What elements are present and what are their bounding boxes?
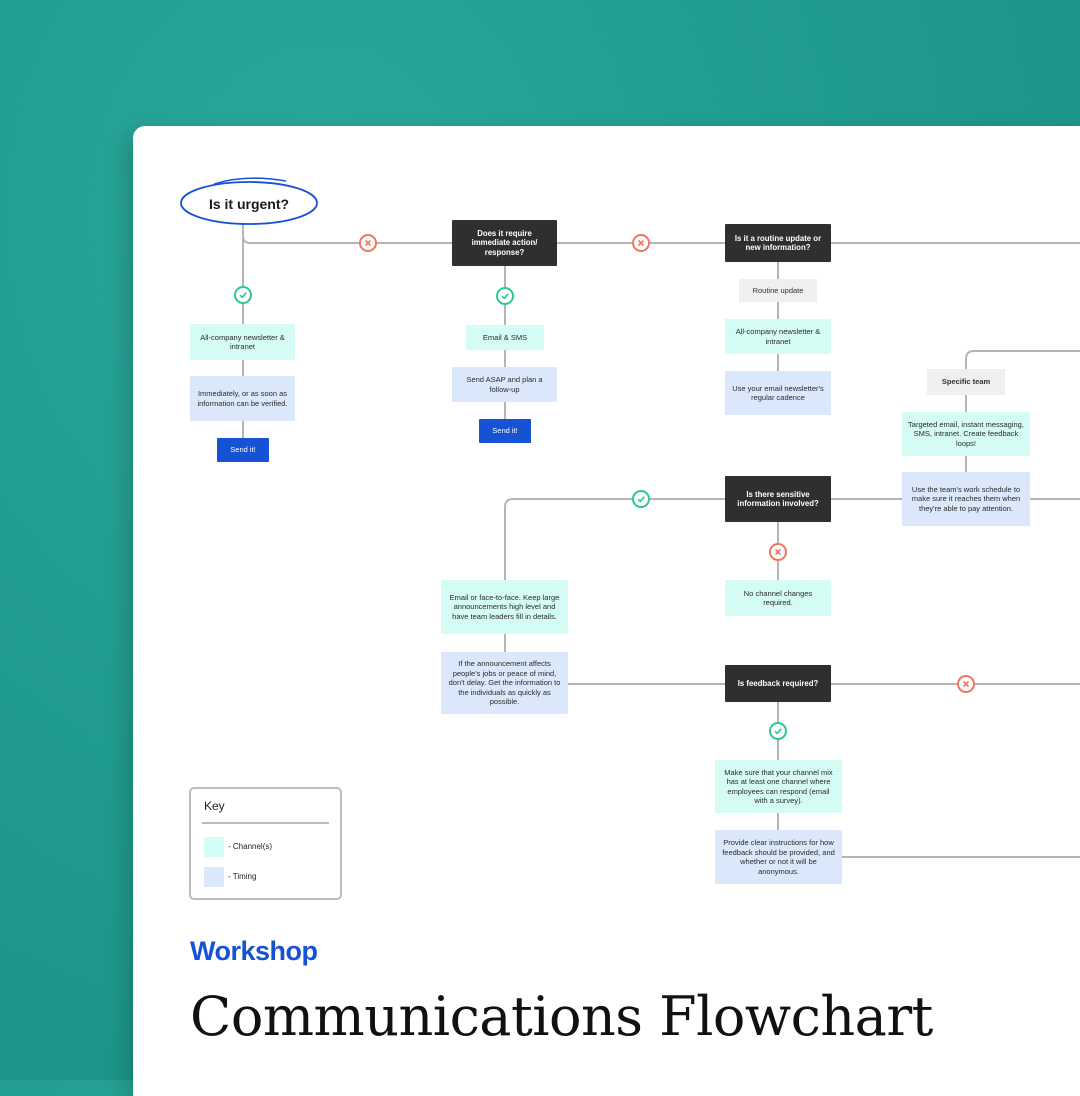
send-it-button[interactable]: Send it! bbox=[479, 419, 531, 443]
page-title: Communications Flowchart bbox=[190, 985, 933, 1048]
action-channel: Email & SMS bbox=[466, 325, 544, 350]
feedback-channel: Make sure that your channel mix has at l… bbox=[715, 760, 842, 813]
urgent-channel: All-company newsletter & intranet bbox=[190, 324, 295, 360]
team-channel: Targeted email, instant messaging, SMS, … bbox=[902, 412, 1030, 456]
legend-divider bbox=[202, 822, 329, 824]
action-question: Does it require immediate action/ respon… bbox=[452, 220, 557, 266]
start-ellipse bbox=[180, 177, 318, 225]
no-x-icon bbox=[957, 675, 975, 693]
routine-channel: All-company newsletter & intranet bbox=[725, 319, 831, 354]
specific-team-option: Specific team bbox=[927, 369, 1005, 395]
no-channel-changes: No channel changes required. bbox=[725, 580, 831, 616]
routine-update-option: Routine update bbox=[739, 279, 817, 302]
yes-check-icon bbox=[234, 286, 252, 304]
flowchart-card bbox=[133, 126, 1080, 1096]
no-x-icon bbox=[769, 543, 787, 561]
timing-swatch bbox=[204, 867, 224, 887]
routine-question: Is it a routine update or new informatio… bbox=[725, 224, 831, 262]
urgent-timing: Immediately, or as soon as information c… bbox=[190, 376, 295, 421]
channel-legend-label: - Channel(s) bbox=[228, 842, 273, 851]
brand-logo: Workshop bbox=[190, 936, 318, 966]
yes-check-icon bbox=[769, 722, 787, 740]
start-question: Is it urgent? bbox=[208, 196, 290, 212]
yes-check-icon bbox=[496, 287, 514, 305]
sensitive-timing: If the announcement affects people's job… bbox=[441, 652, 568, 714]
team-timing: Use the team's work schedule to make sur… bbox=[902, 472, 1030, 526]
legend-key: Key - Channel(s) - Timing bbox=[189, 787, 342, 900]
sensitive-channel: Email or face-to-face. Keep large announ… bbox=[441, 580, 568, 634]
routine-timing: Use your email newsletter's regular cade… bbox=[725, 371, 831, 415]
action-timing: Send ASAP and plan a follow-up bbox=[452, 367, 557, 402]
yes-check-icon bbox=[632, 490, 650, 508]
sensitive-question: Is there sensitive information involved? bbox=[725, 476, 831, 522]
feedback-timing: Provide clear instructions for how feedb… bbox=[715, 830, 842, 884]
legend-title: Key bbox=[204, 799, 225, 813]
timing-legend-label: - Timing bbox=[228, 872, 257, 881]
no-x-icon bbox=[359, 234, 377, 252]
send-it-button[interactable]: Send it! bbox=[217, 438, 269, 462]
feedback-question: Is feedback required? bbox=[725, 665, 831, 702]
channel-swatch bbox=[204, 837, 224, 857]
no-x-icon bbox=[632, 234, 650, 252]
